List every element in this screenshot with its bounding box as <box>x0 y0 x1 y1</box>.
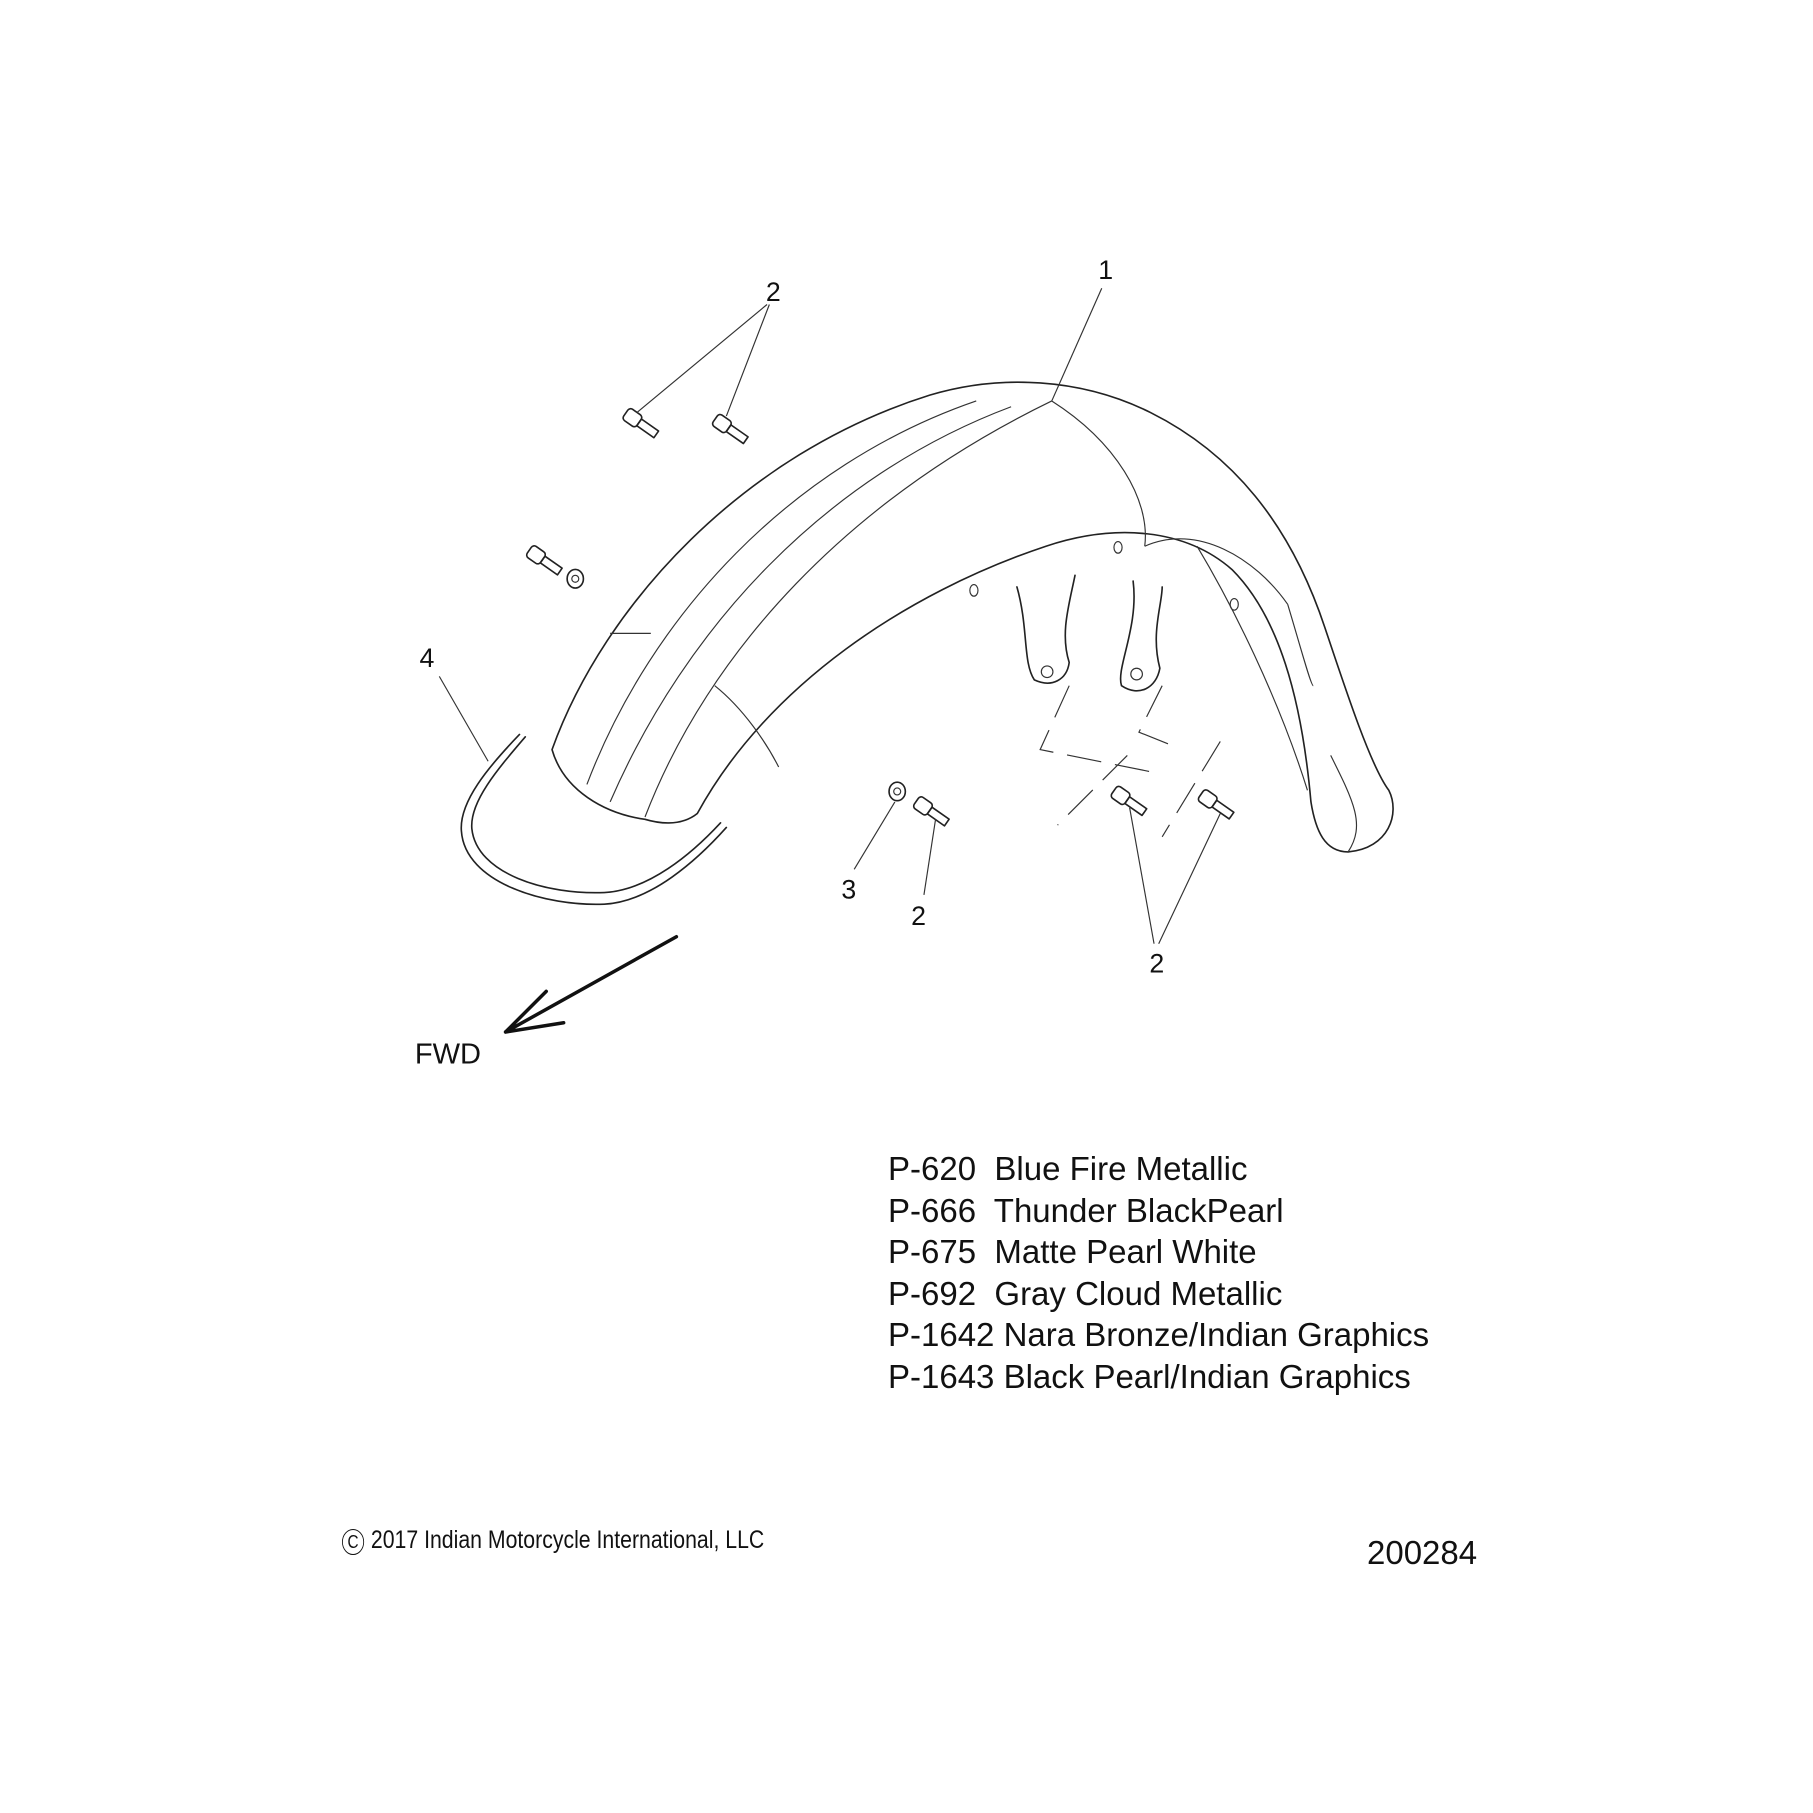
paint-code-item: P-666 Thunder BlackPearl <box>888 1191 1284 1229</box>
nuts <box>566 568 907 802</box>
callout-2-right: 2 <box>1149 949 1164 979</box>
callout-2-mid: 2 <box>911 901 926 931</box>
fwd-arrow-icon <box>503 934 679 1034</box>
bolts <box>525 407 1235 827</box>
fwd-label: FWD <box>415 1038 481 1070</box>
callout-1: 1 <box>1098 255 1113 285</box>
copyright-icon: C <box>342 1529 365 1555</box>
fender <box>551 381 1394 853</box>
paint-code-item: P-1642 Nara Bronze/Indian Graphics <box>888 1316 1430 1353</box>
paint-code-item: P-1643 Black Pearl/Indian Graphics <box>888 1357 1411 1395</box>
callout-3: 3 <box>841 874 856 904</box>
trim-strip <box>460 733 728 906</box>
mount-brackets <box>1016 574 1221 838</box>
callout-2-top: 2 <box>766 277 781 307</box>
drawing-number: 200284 <box>1367 1534 1478 1571</box>
copyright-text: 2017 Indian Motorcycle International, LL… <box>370 1526 765 1554</box>
paint-code-item: P-692 Gray Cloud Metallic <box>888 1274 1283 1312</box>
paint-code-item: P-675 Matte Pearl White <box>888 1233 1257 1270</box>
paint-code-item: P-620 Blue Fire Metallic <box>888 1150 1248 1187</box>
paint-code-legend: P-620 Blue Fire Metallic P-666 Thunder B… <box>888 1148 1429 1397</box>
leader-lines <box>438 287 1221 944</box>
callout-4: 4 <box>420 643 435 673</box>
